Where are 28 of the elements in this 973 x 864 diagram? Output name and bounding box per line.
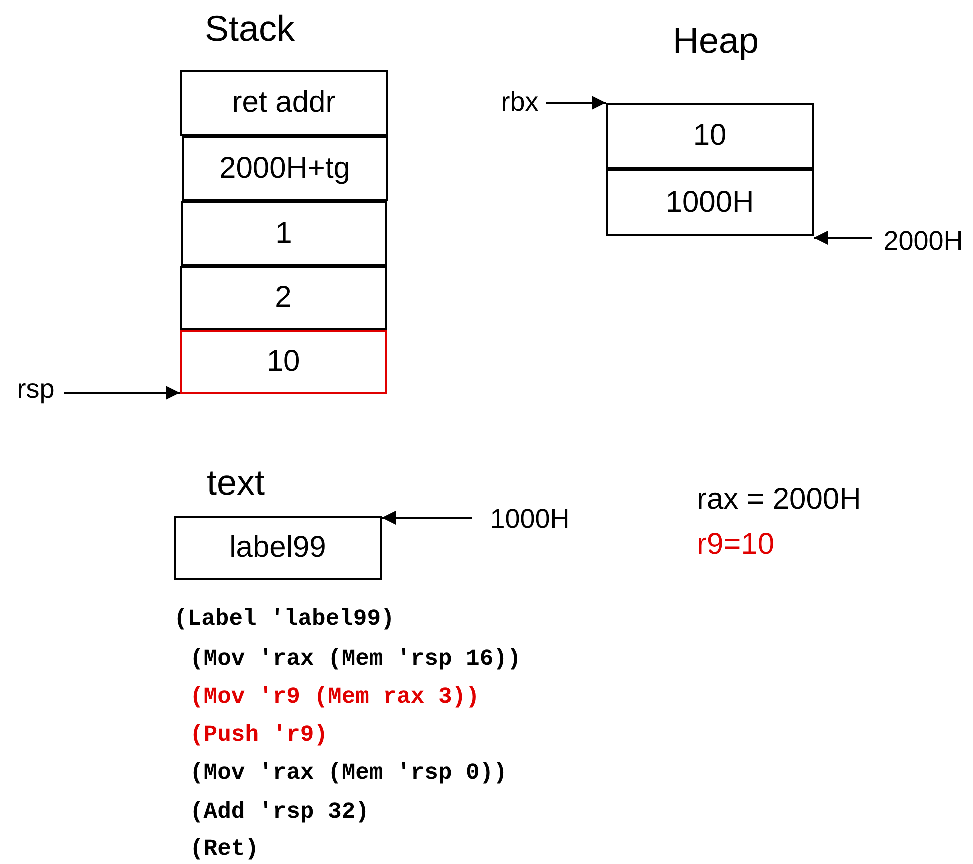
code-line: (Add 'rsp 32) [190,799,370,825]
code-line: (Mov 'r9 (Mem rax 3)) [190,684,480,710]
heap-cell: 10 [606,103,814,169]
code-line: (Mov 'rax (Mem 'rsp 16)) [190,646,522,672]
register-value: rax = 2000H [697,483,862,517]
heap-cell: 1000H [606,169,814,236]
arrow [64,386,180,400]
register-label: rbx [496,86,544,118]
code-line: (Label 'label99) [174,606,395,632]
stack-cell: 1 [181,201,387,266]
register-label: rsp [10,372,62,406]
stack-cell: 2 [180,266,387,330]
register-value: r9=10 [697,528,775,562]
section-heading: Stack [205,8,296,50]
section-heading: text [207,462,266,504]
address-label: 1000H [474,502,586,536]
stack-cell: 2000H+tg [182,136,388,201]
arrow [382,511,472,525]
text-cell: label99 [174,516,382,580]
code-line: (Push 'r9) [190,722,328,748]
arrow [546,96,606,110]
code-line: (Ret) [190,836,260,862]
section-heading: Heap [673,20,760,62]
stack-cell: ret addr [180,70,388,136]
stack-cell: 10 [180,330,387,394]
code-line: (Mov 'rax (Mem 'rsp 0)) [190,760,508,786]
address-label: 2000H [874,224,973,258]
arrow [814,231,872,245]
